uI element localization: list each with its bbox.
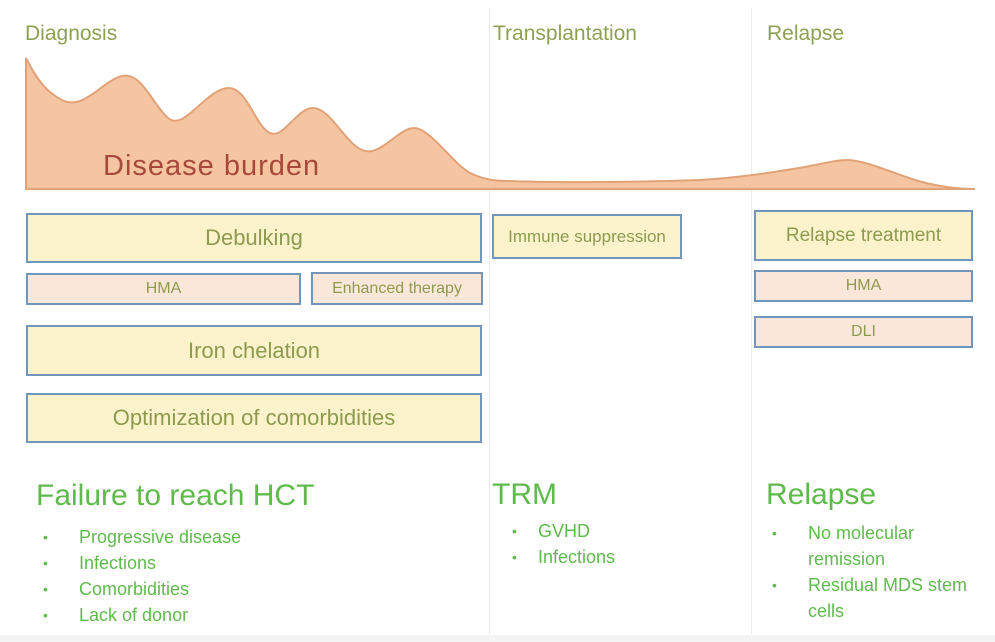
trm-heading: TRM: [492, 478, 557, 511]
disease-burden-area-chart: [25, 57, 976, 190]
bullet-text: Infections: [79, 553, 157, 573]
relapse-treatment-box-label: Relapse treatment: [785, 224, 942, 246]
iron-chelation-box: Iron chelation: [26, 325, 482, 376]
bullet-icon: •: [512, 549, 517, 565]
hma-box-relapse-label: HMA: [845, 277, 882, 294]
list-item: • No molecular remission: [772, 520, 976, 572]
bullet-text: Residual MDS stem cells: [808, 575, 968, 621]
dli-box-label: DLI: [851, 323, 876, 340]
bullet-icon: •: [512, 523, 517, 539]
hma-box-diagnosis: HMA: [26, 273, 301, 305]
bullet-icon: •: [43, 555, 48, 571]
bullet-text: Progressive disease: [79, 527, 242, 547]
list-item: • Comorbidities: [43, 576, 241, 602]
enhanced-therapy-box: Enhanced therapy: [311, 272, 483, 305]
bullet-icon: •: [43, 529, 48, 545]
iron-chelation-box-label: Iron chelation: [187, 337, 321, 363]
immune-suppression-box-label: Immune suppression: [508, 226, 666, 246]
bullet-text: Comorbidities: [79, 579, 190, 599]
bullet-icon: •: [772, 525, 777, 541]
phase-divider-transplantation: [489, 8, 490, 634]
bullet-icon: •: [43, 607, 48, 623]
bullet-text: Infections: [538, 547, 616, 567]
list-item: • Lack of donor: [43, 602, 241, 628]
disease-burden-area-shape: [25, 57, 976, 190]
relapse-bullet-list: • No molecular remission • Residual MDS …: [772, 520, 976, 624]
debulking-box: Debulking: [26, 213, 482, 263]
hma-box-relapse: HMA: [754, 270, 973, 302]
relapse-treatment-box: Relapse treatment: [754, 210, 973, 261]
dli-box: DLI: [754, 316, 973, 348]
enhanced-therapy-box-label: Enhanced therapy: [332, 279, 462, 297]
bullet-text: GVHD: [538, 521, 591, 541]
bullet-icon: •: [772, 577, 777, 593]
hma-box-diagnosis-label: HMA: [145, 280, 182, 297]
list-item: • Infections: [512, 544, 615, 570]
phase-label-transplantation: Transplantation: [493, 22, 637, 45]
list-item: • GVHD: [512, 518, 615, 544]
bottom-edge-strip: [0, 635, 995, 642]
phase-label-relapse: Relapse: [767, 22, 845, 45]
bullet-text: Lack of donor: [79, 605, 189, 625]
trm-bullet-list: • GVHD • Infections: [512, 518, 615, 570]
failure-to-reach-hct-bullet-list: • Progressive disease • Infections • Com…: [43, 524, 241, 628]
bullet-icon: •: [43, 581, 48, 597]
debulking-box-label: Debulking: [205, 225, 303, 250]
relapse-outcome-heading: Relapse: [766, 478, 877, 511]
phase-label-diagnosis: Diagnosis: [25, 22, 118, 45]
bullet-text: No molecular remission: [808, 523, 915, 569]
phase-divider-relapse: [751, 8, 752, 634]
immune-suppression-box: Immune suppression: [492, 214, 682, 259]
failure-to-reach-hct-heading: Failure to reach HCT: [36, 479, 315, 512]
optimization-comorbidities-box: Optimization of comorbidities: [26, 393, 482, 443]
list-item: • Progressive disease: [43, 524, 241, 550]
list-item: • Infections: [43, 550, 241, 576]
list-item: • Residual MDS stem cells: [772, 572, 976, 624]
optimization-comorbidities-box-label: Optimization of comorbidities: [112, 405, 396, 430]
disease-burden-label: Disease burden: [103, 150, 321, 182]
